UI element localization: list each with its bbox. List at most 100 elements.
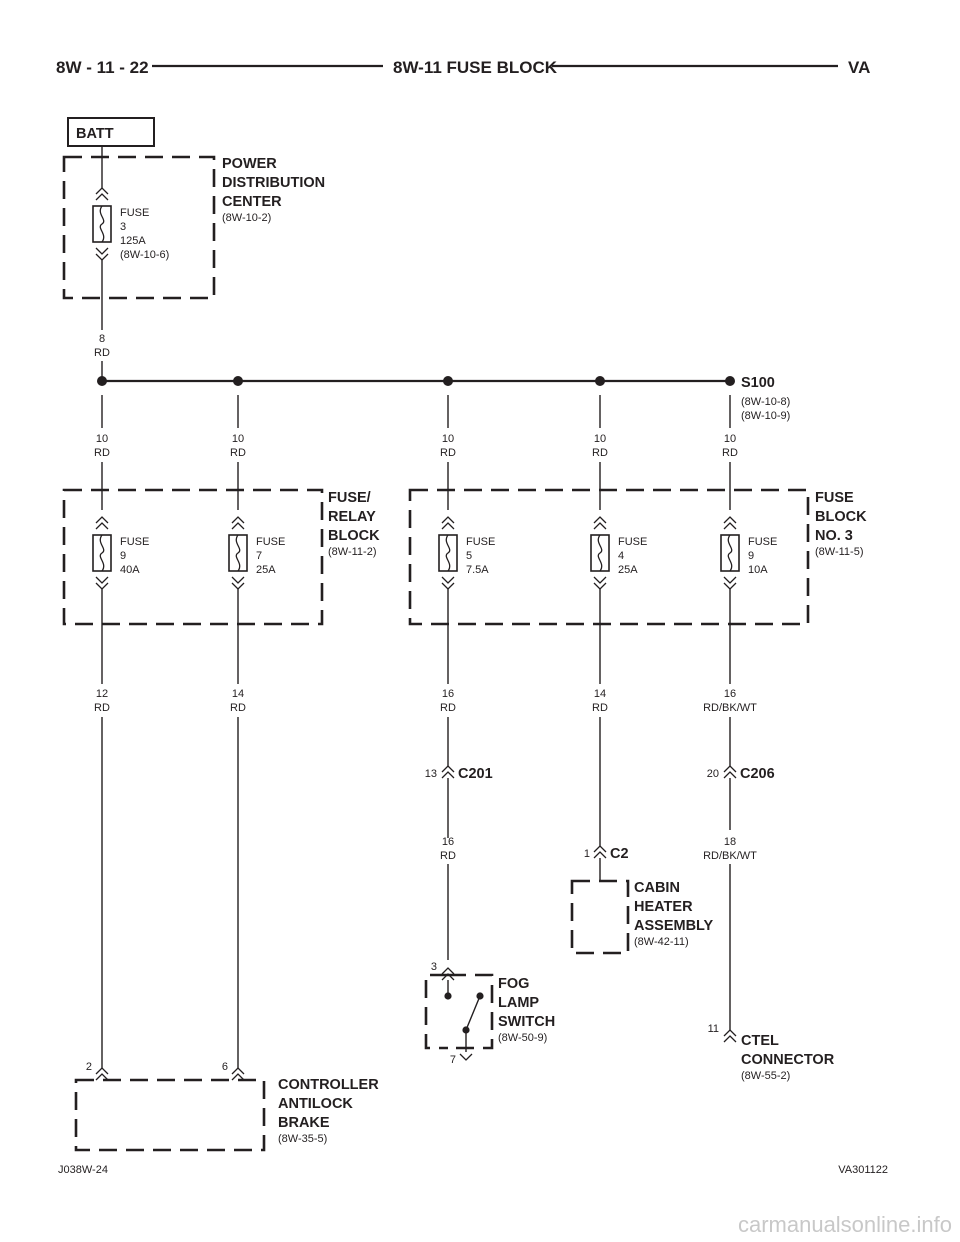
fog-switch-name-line3: SWITCH	[498, 1014, 555, 1030]
ctel-name-line1: CTEL	[741, 1033, 779, 1049]
fog-switch-pin-in: 3	[431, 961, 437, 973]
abs-connector-pin6	[231, 1067, 245, 1081]
fb3-name-line3: NO. 3	[815, 528, 853, 544]
wire-c201-color: RD	[440, 850, 456, 862]
fuse-block-3-box	[408, 488, 810, 626]
wire-e-gauge: 10	[724, 433, 736, 445]
wire-out-d-color: RD	[592, 702, 608, 714]
relay-block-ref: (8W-11-2)	[328, 546, 377, 558]
wires-fuse-outputs	[101, 589, 731, 684]
fb3-fuse2-line2: 4	[618, 550, 624, 562]
abs-name-line3: BRAKE	[278, 1115, 330, 1131]
cabin-heater-name-line2: HEATER	[634, 899, 693, 915]
fb3-ref: (8W-11-5)	[815, 546, 864, 558]
rb-fuse1-line1: FUSE	[120, 536, 149, 548]
wire-out-a-gauge: 12	[96, 688, 108, 700]
c2-pin: 1	[584, 848, 590, 860]
fuse3-line4: (8W-10-6)	[120, 249, 169, 261]
splice-dot-5	[725, 376, 735, 386]
header-model: VA	[848, 58, 870, 77]
c2-name: C2	[610, 846, 629, 862]
wire-b-color: RD	[230, 447, 246, 459]
c206-name: C206	[740, 766, 775, 782]
wire-d-gauge: 10	[594, 433, 606, 445]
ctel-name-line2: CONNECTOR	[741, 1052, 835, 1068]
splice-dot-4	[595, 376, 605, 386]
abs-box	[74, 1078, 266, 1152]
wires-splice-to-fuses	[101, 395, 731, 510]
fog-switch-connector-out	[459, 1053, 473, 1061]
fog-switch-box-right	[448, 973, 494, 1050]
watermark: carmanualsonline.info	[738, 1212, 952, 1237]
header-title: 8W-11 FUSE BLOCK	[393, 58, 558, 77]
wire-out-a-color: RD	[94, 702, 110, 714]
abs-name-line2: ANTILOCK	[278, 1096, 353, 1112]
batt-box	[67, 117, 155, 147]
fb3-fuse1-line1: FUSE	[466, 536, 495, 548]
rb-fuse2-line2: 7	[256, 550, 262, 562]
relay-block-box	[62, 488, 324, 626]
cabin-heater-name-line1: CABIN	[634, 880, 680, 896]
wire-out-b-gauge: 14	[232, 688, 244, 700]
footer-left-code: J038W-24	[58, 1164, 108, 1176]
relay-block-name-line2: RELAY	[328, 509, 376, 525]
fuse3-line3: 125A	[120, 235, 146, 247]
relay-block-name-line3: BLOCK	[328, 528, 380, 544]
fog-switch-name-line1: FOG	[498, 976, 529, 992]
fog-switch-name-line2: LAMP	[498, 995, 539, 1011]
rb-fuse1-line3: 40A	[120, 564, 140, 576]
fb3-fuse2-line3: 25A	[618, 564, 638, 576]
fuse-9-10a-symbol	[720, 516, 740, 590]
ctel-ref: (8W-55-2)	[741, 1070, 790, 1082]
fuse-4-symbol	[590, 516, 610, 590]
abs-connector-pin2	[95, 1067, 109, 1081]
wire-c206-gauge: 18	[724, 836, 736, 848]
fb3-fuse3-line2: 9	[748, 550, 754, 562]
c201-connector-symbol	[441, 765, 455, 779]
fuse-7-25a-symbol	[228, 516, 248, 590]
splice-name: S100	[741, 375, 775, 391]
ctel-pin: 11	[708, 1023, 719, 1035]
wire-c206-color: RD/BK/WT	[703, 850, 757, 862]
abs-pin-2: 2	[86, 1061, 92, 1073]
c201-pin: 13	[425, 768, 437, 780]
wire-out-d-gauge: 14	[594, 688, 606, 700]
abs-pin-6: 6	[222, 1061, 228, 1073]
wire-out-e-gauge: 16	[724, 688, 736, 700]
cabin-heater-box	[570, 879, 630, 955]
fb3-name-line1: FUSE	[815, 490, 854, 506]
fog-switch-contact-open	[476, 992, 484, 1000]
pdc-ref: (8W-10-2)	[222, 212, 271, 224]
abs-ref: (8W-35-5)	[278, 1133, 327, 1145]
abs-name-line1: CONTROLLER	[278, 1077, 379, 1093]
wire-out-b-color: RD	[230, 702, 246, 714]
wire-e-color: RD	[722, 447, 738, 459]
splice-dot-3	[443, 376, 453, 386]
wire-a-gauge: 10	[96, 433, 108, 445]
rb-fuse2-line1: FUSE	[256, 536, 285, 548]
splice-ref-1: (8W-10-8)	[741, 396, 790, 408]
cabin-heater-ref: (8W-42-11)	[634, 936, 689, 948]
pdc-name-line3: CENTER	[222, 194, 282, 210]
splice-dot-1	[97, 376, 107, 386]
fb3-fuse2-line1: FUSE	[618, 536, 647, 548]
c206-pin: 20	[707, 768, 719, 780]
fb3-fuse3-line3: 10A	[748, 564, 768, 576]
wire-d-color: RD	[592, 447, 608, 459]
c201-name: C201	[458, 766, 493, 782]
fuse-5-symbol	[438, 516, 458, 590]
fog-switch-pin-out: 7	[450, 1054, 456, 1066]
fog-switch-box-left	[424, 973, 448, 1050]
pdc-box	[62, 155, 216, 300]
fuse-3-symbol	[92, 187, 112, 261]
fog-switch-ref: (8W-50-9)	[498, 1032, 547, 1044]
fuse-9-40a-symbol	[92, 516, 112, 590]
fuse3-line2: 3	[120, 221, 126, 233]
wire-pdc-out-gauge: 8	[99, 333, 105, 345]
wire-out-e-color: RD/BK/WT	[703, 702, 757, 714]
wire-c-color: RD	[440, 447, 456, 459]
pdc-name-line2: DISTRIBUTION	[222, 175, 325, 191]
cabin-heater-name-line3: ASSEMBLY	[634, 918, 714, 934]
wire-c-gauge: 10	[442, 433, 454, 445]
